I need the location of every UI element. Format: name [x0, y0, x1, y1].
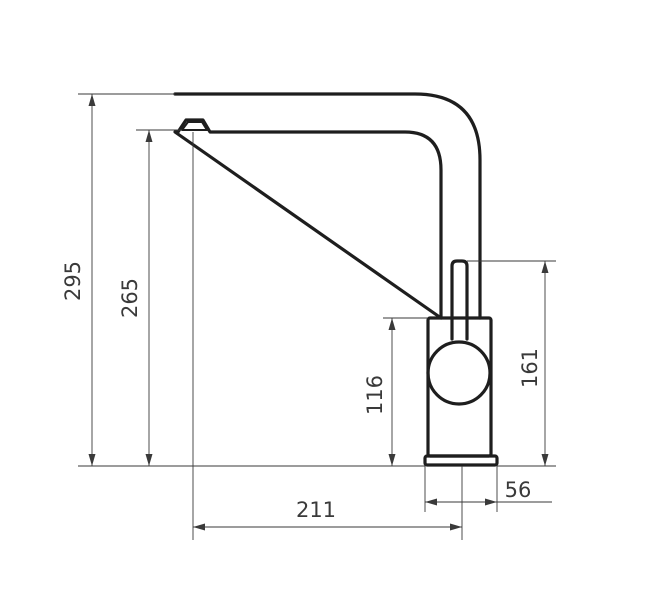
label-295: 295	[61, 261, 85, 301]
spout	[173, 92, 482, 320]
base-plate	[423, 454, 499, 467]
extension-lines	[78, 93, 556, 540]
dimension-211	[193, 523, 462, 531]
dimension-116	[388, 318, 396, 466]
label-161: 161	[518, 348, 542, 388]
faucet-outline	[173, 92, 499, 467]
dimension-56	[425, 498, 552, 506]
label-211: 211	[296, 498, 336, 522]
mixer-body	[426, 316, 493, 458]
dimension-161	[541, 261, 549, 466]
label-56: 56	[505, 478, 532, 502]
lever-knob	[426, 340, 492, 406]
aerator	[181, 121, 208, 131]
label-265: 265	[118, 278, 142, 318]
lever-stem	[450, 259, 469, 341]
label-116: 116	[363, 375, 387, 415]
dimension-295	[88, 94, 96, 466]
dimension-265	[145, 130, 153, 466]
